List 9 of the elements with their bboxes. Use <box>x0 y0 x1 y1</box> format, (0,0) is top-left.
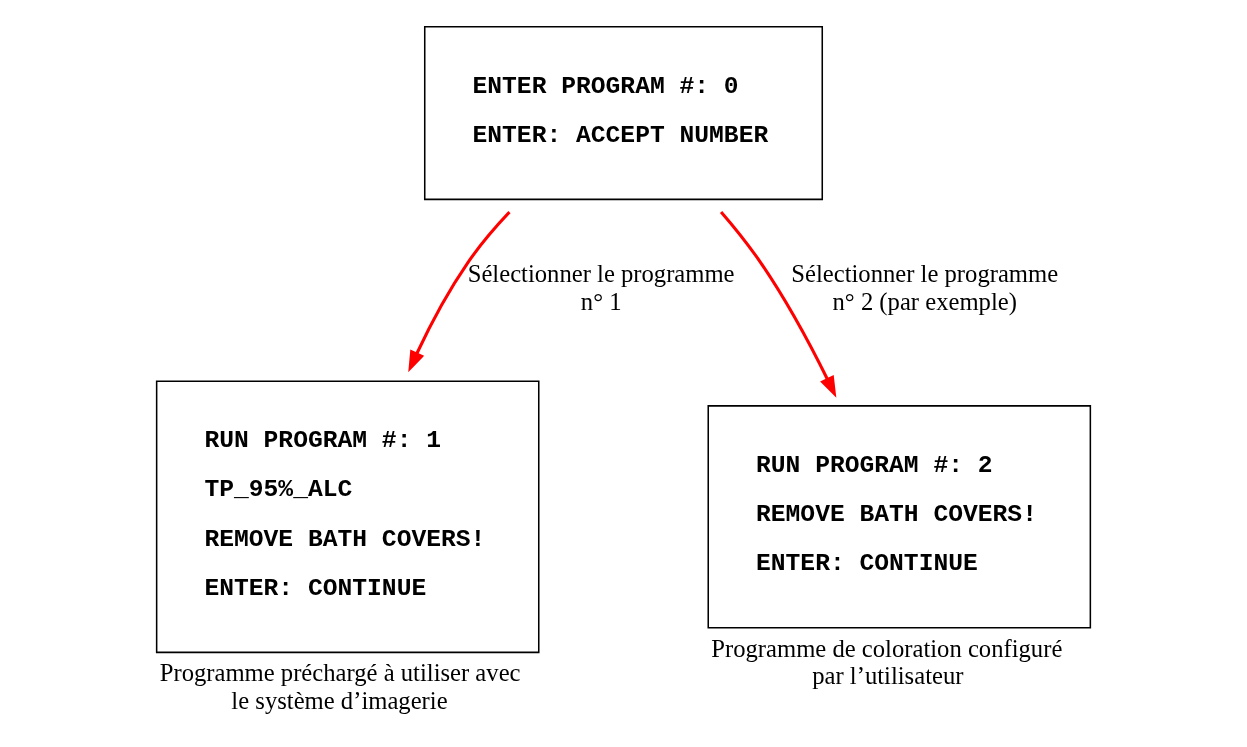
node-box: RUN PROGRAM #: 2 REMOVE BATH COVERS! ENTER: CONTINUE <box>707 405 1092 629</box>
arrow <box>408 211 511 373</box>
node-box: ENTER PROGRAM #: 0 ENTER: ACCEPT NUMBER <box>423 26 824 201</box>
arrow <box>719 210 837 398</box>
edge-label: Sélectionner le programme n° 2 (par exemple) <box>791 260 1059 316</box>
node-label: Programme préchargé à utiliser avec le système d’imagerie <box>159 659 521 715</box>
edge-label: Sélectionner le programme n° 1 <box>467 260 735 316</box>
node-box: RUN PROGRAM #: 1 TP_95%_ALC REMOVE BATH COVERS! ENTER: CONTINUE <box>155 380 540 654</box>
node-label: Programme de coloration configuré par l’utilisateur <box>711 634 1063 690</box>
